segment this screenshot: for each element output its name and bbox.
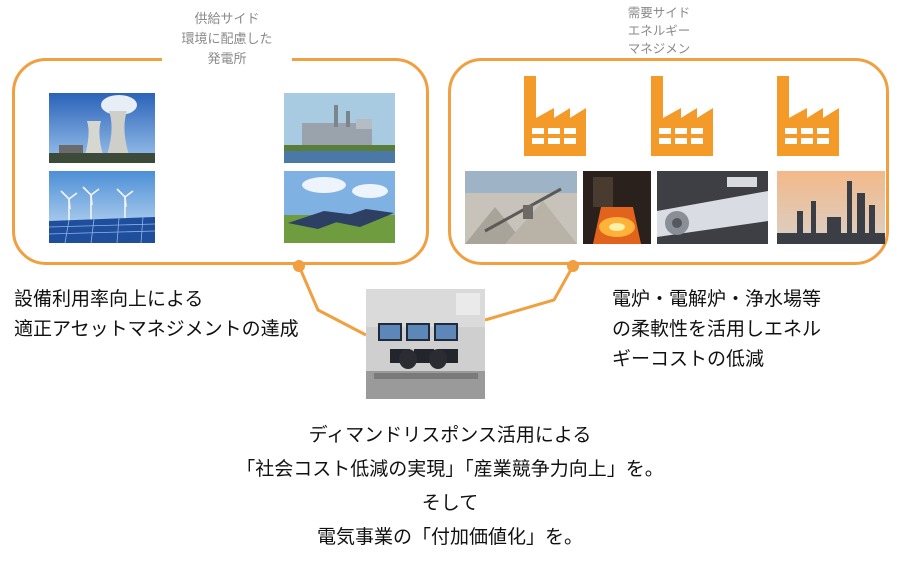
right-caption-line: ギーコストの低減 [612, 348, 765, 370]
nuclear-plant-photo [49, 93, 155, 163]
furnace-photo [583, 171, 651, 244]
connector-left [297, 265, 367, 337]
factory-icon [773, 76, 843, 156]
conclusion-line: 電気事業の「付加価値化」を。 [316, 526, 583, 548]
factory-icon [647, 76, 717, 156]
quarry-conveyor-photo [465, 171, 577, 244]
solar-field-photo [284, 171, 395, 243]
connector-dot-right [567, 260, 579, 272]
control-room-photo [366, 289, 485, 399]
refinery-photo [777, 171, 885, 244]
connector-dot-left [293, 260, 305, 272]
paper-mill-photo [657, 171, 768, 244]
factory-icon [520, 76, 590, 156]
conclusion-line: 「社会コスト低減の実現」「産業競争力向上」を。 [236, 458, 664, 480]
left-caption-line: 設備利用率向上による [14, 288, 204, 310]
left-caption: 設備利用率向上による 適正アセットマネジメントの達成 [14, 284, 299, 344]
power-plant-photo [284, 93, 395, 163]
conclusion-text: ディマンドリスポンス活用による 「社会コスト低減の実現」「産業競争力向上」を。 … [150, 418, 750, 554]
wind-solar-photo [49, 171, 155, 243]
right-caption-line: 電炉・電解炉・浄水場等 [612, 288, 822, 310]
demand-side-title: 需要サイド エネルギー マネジメン [600, 4, 718, 58]
conclusion-line: ディマンドリスポンス活用による [308, 424, 592, 446]
right-caption: 電炉・電解炉・浄水場等 の柔軟性を活用しエネル ギーコストの低減 [612, 284, 821, 374]
conclusion-line: そして [421, 492, 479, 514]
right-caption-line: の柔軟性を活用しエネル [612, 318, 822, 340]
connector-right [484, 265, 575, 322]
left-caption-line: 適正アセットマネジメントの達成 [14, 318, 299, 340]
supply-side-title: 供給サイド 環境に配慮した 発電所 [162, 10, 292, 70]
